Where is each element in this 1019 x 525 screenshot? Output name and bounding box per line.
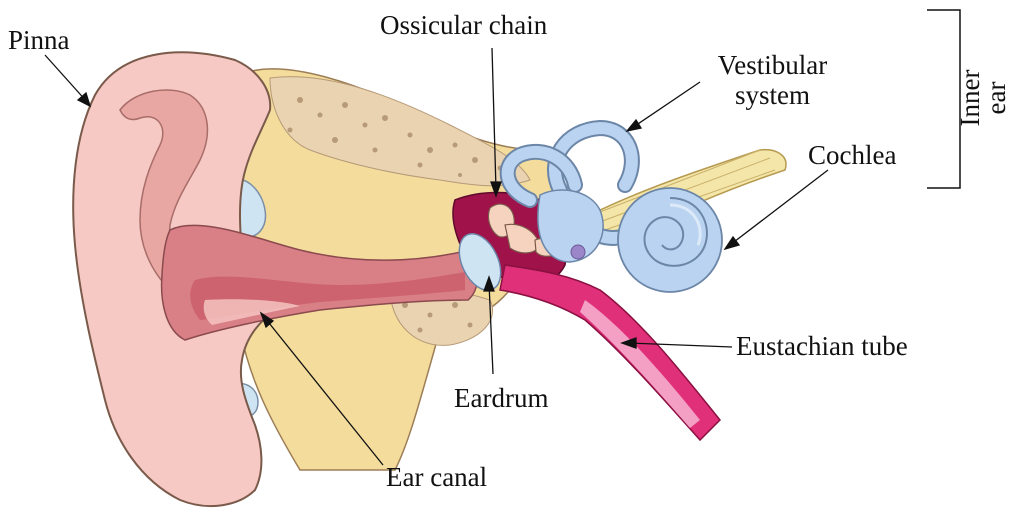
vestibule: [538, 190, 603, 262]
label-eustachian-tube: Eustachian tube: [736, 331, 908, 361]
label-inner-ear-line2: ear: [983, 48, 1009, 148]
label-ossicular-chain: Ossicular chain: [380, 10, 547, 40]
cochlea-shape: [618, 188, 722, 292]
label-ear-canal: Ear canal: [386, 462, 487, 492]
label-vestibular-system: Vestibular system: [700, 50, 845, 110]
label-vestibular-line2: system: [700, 80, 845, 110]
label-cochlea: Cochlea: [808, 140, 896, 170]
label-eardrum: Eardrum: [454, 383, 548, 413]
label-inner-ear: Inner ear: [957, 48, 1009, 148]
label-inner-ear-line1: Inner: [957, 48, 983, 148]
eustachian-tube-lumen: [580, 300, 700, 428]
round-window: [571, 245, 585, 259]
label-vestibular-line1: Vestibular: [700, 50, 845, 80]
label-pinna: Pinna: [8, 25, 70, 55]
